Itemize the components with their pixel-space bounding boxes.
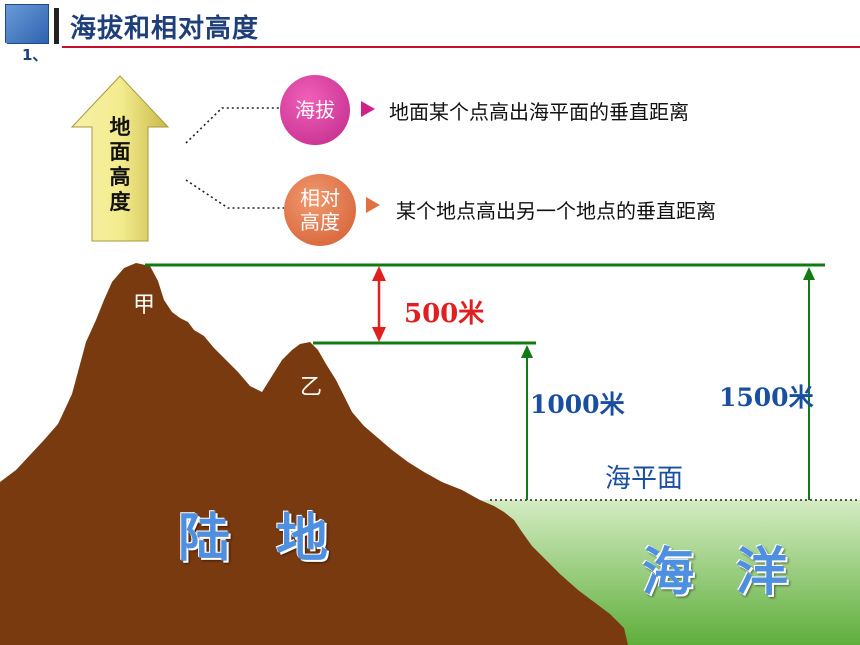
- land-label: 陆地: [178, 509, 375, 569]
- relative-height-definition: 某个地点高出另一个地点的垂直距离: [396, 199, 716, 223]
- connector-relative: [185, 179, 284, 209]
- peak-a-label: 甲: [133, 293, 156, 318]
- header-box: [5, 4, 49, 44]
- altitude-b-arrow-head: [521, 345, 533, 358]
- header-box-mark: 、: [4, 32, 20, 50]
- relative-height-pointer-icon: [366, 197, 380, 213]
- sea-level-label: 海平面: [605, 464, 684, 494]
- relative-height-term: 相对高度: [300, 186, 340, 234]
- relative-height-term-bubble: 相对高度: [284, 174, 356, 246]
- altitude-term-bubble: 海拔: [280, 75, 350, 145]
- ocean-label: 海洋: [642, 543, 831, 603]
- height-arrow: [70, 75, 170, 242]
- altitude-pointer-icon: [361, 101, 375, 117]
- land-mass: [0, 263, 628, 645]
- section-number: 1、: [22, 46, 48, 64]
- altitude-a-arrow-head: [803, 267, 815, 280]
- header-divider: [54, 8, 59, 44]
- connector-altitude: [185, 107, 280, 144]
- header-underline: [62, 46, 860, 48]
- altitude-term: 海拔: [295, 98, 335, 122]
- altitude-definition: 地面某个点高出海平面的垂直距离: [389, 100, 689, 124]
- page-title: 海拔和相对高度: [70, 14, 260, 44]
- ground-height-label: 地面高度: [109, 115, 131, 214]
- relative-height-arrow-top: [372, 266, 386, 281]
- relative-height-value: 500米: [404, 299, 485, 329]
- altitude-b-value: 1000米: [530, 390, 625, 419]
- peak-b-label: 乙: [300, 375, 323, 400]
- relative-height-arrow-bottom: [372, 327, 386, 342]
- altitude-a-value: 1500米: [719, 383, 814, 412]
